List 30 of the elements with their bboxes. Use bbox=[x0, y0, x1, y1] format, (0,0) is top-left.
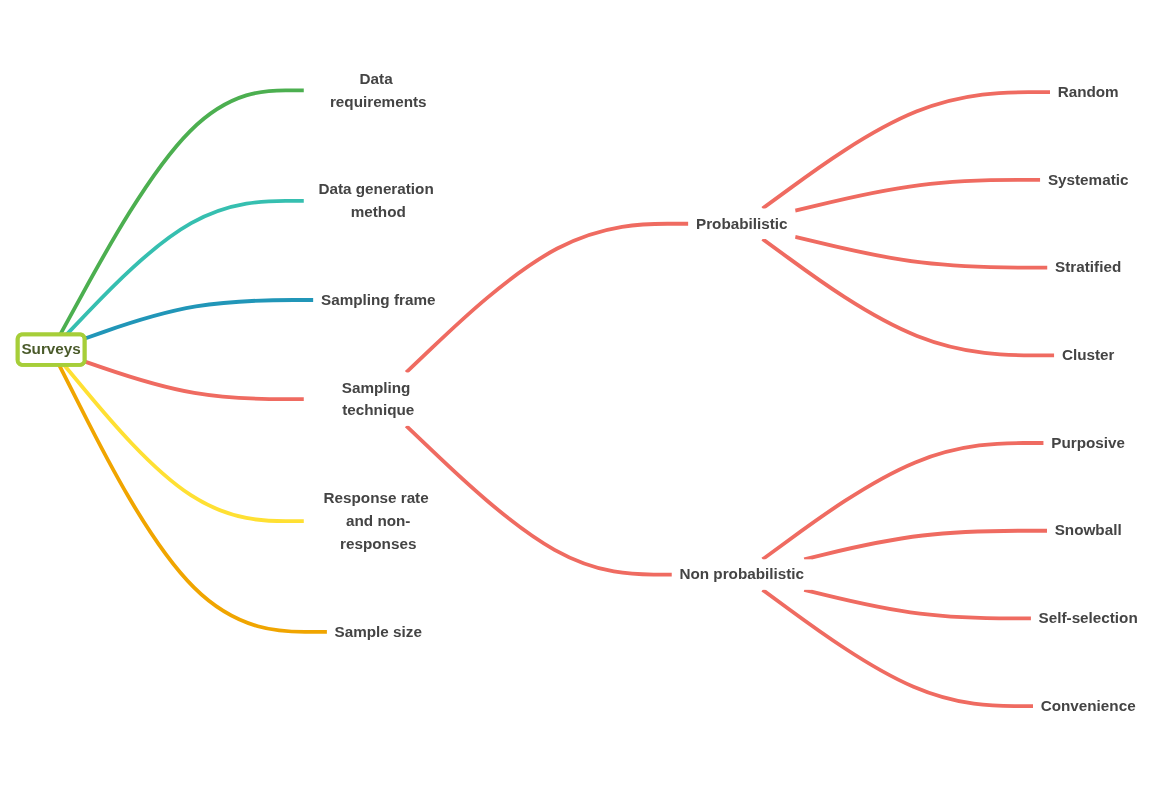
connector bbox=[404, 221, 689, 374]
connector bbox=[803, 528, 1048, 562]
node-text: Data requirements bbox=[329, 70, 427, 110]
node-text: Systematic bbox=[1047, 171, 1129, 188]
node-text: Self-selection bbox=[1038, 609, 1138, 627]
node-text: Probabilistic bbox=[696, 215, 788, 232]
connector bbox=[84, 298, 314, 341]
connector bbox=[57, 364, 327, 634]
node-text: Sampling frame bbox=[321, 291, 436, 308]
node-text: Non probabilistic bbox=[679, 566, 805, 583]
connector bbox=[62, 364, 304, 524]
node-text: Sampling technique bbox=[341, 379, 415, 419]
node-text: Response rate and non-responses bbox=[323, 489, 429, 552]
node-text: Purposive bbox=[1051, 434, 1126, 451]
node-text: Convenience bbox=[1040, 697, 1136, 714]
connector bbox=[761, 90, 1051, 211]
node-text: Data generation method bbox=[318, 180, 434, 220]
connector bbox=[803, 588, 1031, 621]
connector bbox=[404, 424, 672, 577]
node-text: Random bbox=[1057, 83, 1119, 100]
connector bbox=[761, 441, 1044, 561]
connector bbox=[794, 234, 1048, 270]
connector bbox=[761, 237, 1055, 358]
node-text: Snowball bbox=[1054, 522, 1122, 539]
node-text: Sample size bbox=[334, 623, 422, 640]
node-text: Stratified bbox=[1055, 259, 1122, 276]
node-text: Cluster bbox=[1061, 346, 1115, 363]
connector bbox=[761, 588, 1034, 709]
connector bbox=[794, 178, 1041, 213]
connector bbox=[84, 359, 304, 402]
